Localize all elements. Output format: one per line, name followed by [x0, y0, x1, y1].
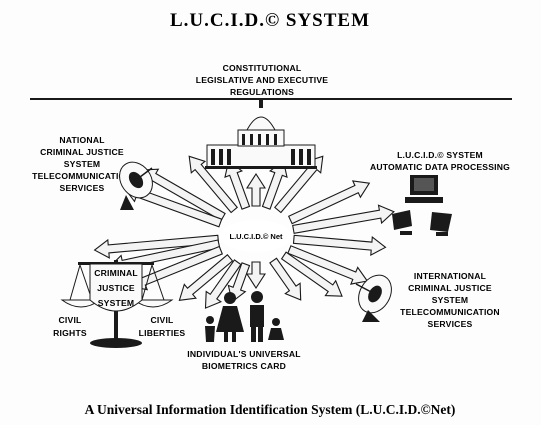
diagram-caption: A Universal Information Identification S…: [85, 402, 456, 417]
civil-liberties-line-1: CIVIL: [151, 315, 174, 325]
international-line-5: SERVICES: [428, 319, 473, 329]
hub-arrow: [188, 155, 238, 214]
shield-line-2: JUSTICE: [97, 283, 135, 293]
lucid-net-hub: L.U.C.I.D.© Net: [220, 220, 292, 252]
civil-rights-line-1: CIVIL: [59, 315, 82, 325]
constitutional-line-1: CONSTITUTIONAL: [223, 63, 302, 73]
civil-rights-label: CIVIL RIGHTS: [53, 315, 87, 338]
hub-label: L.U.C.I.D.© Net: [229, 232, 283, 241]
constitutional-line-2: LEGISLATIVE AND EXECUTIVE: [196, 75, 329, 85]
constitutional-label: CONSTITUTIONAL LEGISLATIVE AND EXECUTIVE…: [196, 63, 329, 97]
diagram-title: L.U.C.I.D.© SYSTEM: [170, 10, 370, 31]
national-line-5: SERVICES: [60, 183, 105, 193]
hub-arrow: [280, 251, 343, 297]
international-line-1: INTERNATIONAL: [414, 271, 486, 281]
hub-arrow: [178, 254, 234, 301]
international-dish-icon: [355, 274, 392, 322]
family-figures-icon: [205, 291, 284, 342]
civil-rights-line-2: RIGHTS: [53, 328, 87, 338]
computer-terminals-icon: [392, 175, 452, 236]
constitutional-line-3: REGULATIONS: [230, 87, 294, 97]
civil-liberties-label: CIVIL LIBERTIES: [139, 315, 186, 338]
international-line-3: SYSTEM: [432, 295, 469, 305]
civil-liberties-line-2: LIBERTIES: [139, 328, 186, 338]
hub-arrow: [245, 172, 267, 207]
national-line-2: CRIMINAL JUSTICE: [40, 147, 124, 157]
biometrics-card-label: INDIVIDUAL'S UNIVERSAL BIOMETRICS CARD: [187, 349, 300, 371]
national-line-1: NATIONAL: [59, 135, 104, 145]
satellite-dish-icon: [119, 161, 153, 210]
shield-line-3: SYSTEM: [98, 298, 135, 308]
scales-of-justice-icon: CRIMINAL JUSTICE SYSTEM: [60, 260, 174, 348]
international-cjs-label: INTERNATIONAL CRIMINAL JUSTICE SYSTEM TE…: [400, 271, 500, 329]
national-cjs-label: NATIONAL CRIMINAL JUSTICE SYSTEM TELECOM…: [32, 135, 132, 193]
international-line-4: TELECOMMUNICATION: [400, 307, 500, 317]
hub-arrow: [287, 180, 371, 225]
international-line-2: CRIMINAL JUSTICE: [408, 283, 492, 293]
biometrics-line-1: INDIVIDUAL'S UNIVERSAL: [187, 349, 300, 359]
capitol-building-icon: [205, 99, 317, 169]
hub-arrow: [287, 245, 369, 285]
shield-line-1: CRIMINAL: [94, 268, 138, 278]
hub-arrow: [292, 234, 387, 257]
hub-arrow: [227, 262, 251, 303]
biometrics-line-2: BIOMETRICS CARD: [202, 361, 286, 371]
national-line-4: TELECOMMUNICATION: [32, 171, 132, 181]
national-line-3: SYSTEM: [64, 159, 101, 169]
data-processing-line-1: L.U.C.I.D.© SYSTEM: [397, 150, 483, 160]
data-processing-line-2: AUTOMATIC DATA PROCESSING: [370, 162, 510, 172]
hub-arrow: [245, 261, 267, 290]
hub-arrow: [204, 259, 242, 309]
hub-arrow: [292, 204, 395, 234]
hub-arrow: [269, 257, 302, 301]
data-processing-label: L.U.C.I.D.© SYSTEM AUTOMATIC DATA PROCES…: [370, 150, 510, 172]
